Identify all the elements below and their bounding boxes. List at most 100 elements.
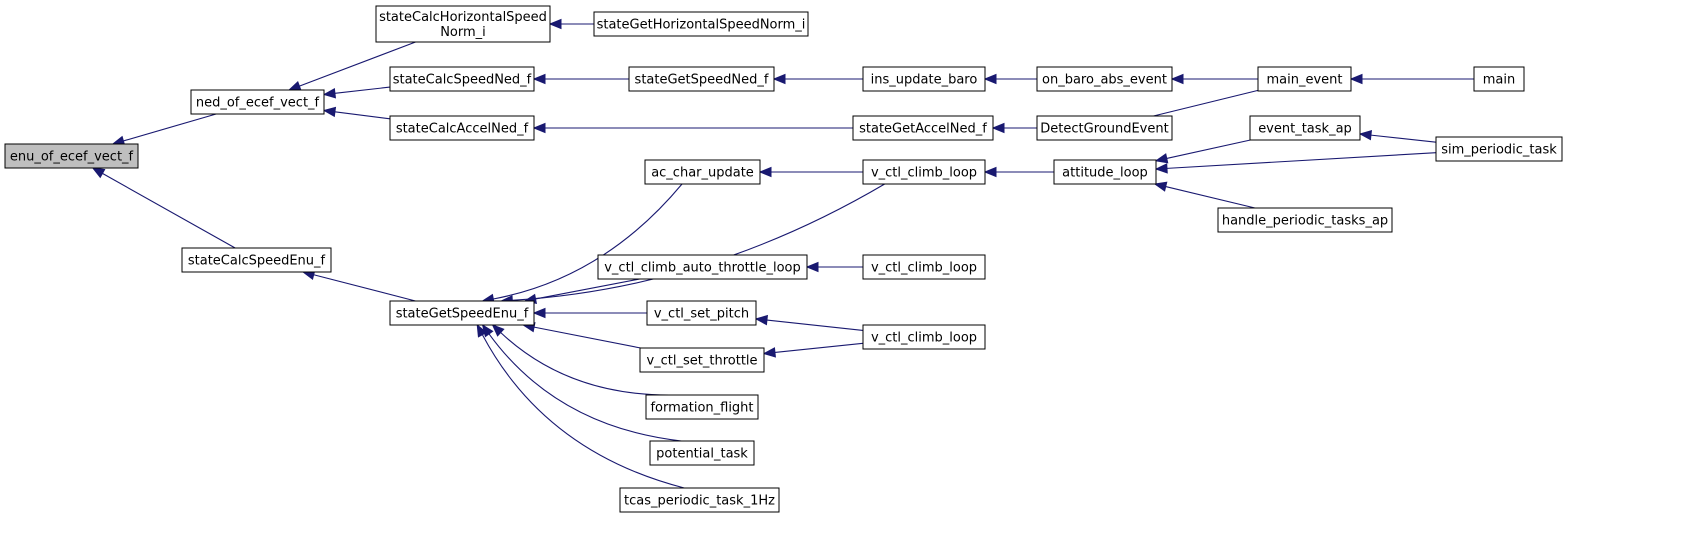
node-stategethorizontalspeednorm-i[interactable]: stateGetHorizontalSpeedNorm_i [593, 11, 809, 37]
node-on-baro-abs-event[interactable]: on_baro_abs_event [1036, 66, 1173, 92]
node-ac-char-update[interactable]: ac_char_update [644, 159, 761, 185]
node-potential-task[interactable]: potential_task [649, 440, 755, 466]
node-enu-of-ecef-vect-f[interactable]: enu_of_ecef_vect_f [4, 143, 139, 169]
node-main[interactable]: main [1473, 66, 1525, 92]
edge-vClimb1-to-getSpeedEnu [500, 183, 885, 306]
edge-line [774, 342, 864, 353]
node-v-ctl-climb-loop[interactable]: v_ctl_climb_loop [862, 159, 986, 185]
arrowhead [287, 81, 302, 91]
arrowhead [532, 307, 546, 319]
edge-vClimb1-to-acChar [758, 166, 863, 178]
edge-calcSpeedNed-to-ned_of_ecef [322, 86, 391, 99]
node-stategetaccelned-f[interactable]: stateGetAccelNed_f [852, 115, 994, 141]
edge-line [533, 326, 641, 349]
node-formation-flight[interactable]: formation_flight [645, 394, 759, 420]
node-statecalcspeedned-f[interactable]: stateCalcSpeedNed_f [389, 66, 535, 92]
edge-line [313, 274, 416, 302]
node-label: ins_update_baro [871, 73, 978, 88]
arrowhead [476, 323, 488, 338]
edge-detectGround-to-mainEvent [1153, 89, 1259, 117]
node-label: ned_of_ecef_vect_f [196, 96, 320, 111]
node-box [852, 115, 994, 141]
node-label: v_ctl_set_pitch [654, 307, 749, 322]
arrowhead [762, 347, 776, 358]
node-box [862, 254, 986, 280]
node-v-ctl-climb-loop[interactable]: v_ctl_climb_loop [862, 254, 986, 280]
node-label: stateCalcSpeedEnu_f [188, 254, 326, 269]
edge-formation-to-getSpeedEnu [491, 324, 672, 396]
arrowhead [532, 73, 546, 85]
node-box [1435, 136, 1563, 162]
node-label: main_event [1266, 73, 1342, 88]
node-box [862, 159, 986, 185]
arrowhead [983, 166, 997, 178]
edges-layer [91, 18, 1474, 489]
edge-detectGround-to-getAccelNed [991, 122, 1037, 134]
edge-line [512, 183, 885, 301]
node-label: v_ctl_climb_loop [871, 331, 977, 346]
node-event-task-ap[interactable]: event_task_ap [1249, 115, 1361, 141]
edge-mainEvent-to-onBaro [1170, 73, 1258, 85]
edge-simPeriodic-to-eventTask [1358, 129, 1437, 143]
node-box [644, 159, 761, 185]
node-handle-periodic-tasks-ap[interactable]: handle_periodic_tasks_ap [1217, 207, 1393, 233]
node-detectgroundevent[interactable]: DetectGroundEvent [1036, 115, 1173, 141]
node-box [190, 89, 325, 115]
node-stategetspeedenu-f[interactable]: stateGetSpeedEnu_f [389, 300, 535, 326]
node-box [1036, 115, 1173, 141]
node-box [639, 347, 765, 373]
edge-line [1166, 152, 1437, 169]
node-box [597, 254, 808, 280]
edge-simPeriodic-to-attLoop [1154, 152, 1437, 174]
node-ins-update-baro[interactable]: ins_update_baro [862, 66, 986, 92]
node-box [862, 66, 986, 92]
edge-setThrottle-to-getSpeedEnu [521, 322, 641, 349]
edge-line [1370, 134, 1437, 143]
node-statecalcspeedenu-f[interactable]: stateCalcSpeedEnu_f [181, 247, 332, 273]
node-label: ac_char_update [651, 166, 754, 181]
edge-main-to-mainEvent [1349, 73, 1474, 85]
node-label: Norm_i [440, 25, 486, 40]
node-stategetspeedned-f[interactable]: stateGetSpeedNed_f [628, 66, 775, 92]
arrowhead [1349, 73, 1363, 85]
node-label: stateGetSpeedNed_f [635, 73, 769, 88]
node-box [389, 115, 535, 141]
edge-vClimb3-to-setThrottle [762, 342, 864, 358]
node-v-ctl-set-pitch[interactable]: v_ctl_set_pitch [646, 300, 757, 326]
arrowhead [322, 88, 337, 99]
arrowhead [758, 166, 772, 178]
node-main-event[interactable]: main_event [1257, 66, 1352, 92]
node-box [1053, 159, 1157, 185]
node-attitude-loop[interactable]: attitude_loop [1053, 159, 1157, 185]
node-statecalcaccelned-f[interactable]: stateCalcAccelNed_f [389, 115, 535, 141]
arrowhead [491, 324, 505, 337]
edge-line [102, 172, 236, 249]
edge-calcSpeedEnu-to-enu_of_ecef [91, 167, 236, 249]
node-box [375, 5, 551, 43]
node-box [389, 300, 535, 326]
node-v-ctl-climb-loop[interactable]: v_ctl_climb_loop [862, 324, 986, 350]
node-box [1257, 66, 1352, 92]
edge-line [123, 113, 217, 142]
edge-line [1153, 89, 1259, 117]
edge-setPitch-to-getSpeedEnu [532, 307, 647, 319]
arrowhead [1170, 73, 1184, 85]
edge-vClimb3-to-setPitch [754, 314, 864, 331]
node-box [645, 394, 759, 420]
node-v-ctl-climb-auto-throttle-loop[interactable]: v_ctl_climb_auto_throttle_loop [597, 254, 808, 280]
edge-vClimb2-to-autoThrottle [805, 261, 863, 273]
node-box [628, 66, 775, 92]
node-sim-periodic-task[interactable]: sim_periodic_task [1435, 136, 1563, 162]
node-ned-of-ecef-vect-f[interactable]: ned_of_ecef_vect_f [190, 89, 325, 115]
node-label: main [1483, 73, 1515, 88]
node-label: attitude_loop [1062, 166, 1148, 181]
edge-calcAccelNed-to-ned_of_ecef [322, 106, 391, 120]
edge-autoThrottle-to-getSpeedEnu [523, 278, 640, 304]
edge-getHoriz-to-calcHoriz [548, 18, 594, 30]
node-box [649, 440, 755, 466]
node-v-ctl-set-throttle[interactable]: v_ctl_set_throttle [639, 347, 765, 373]
arrowhead [991, 122, 1005, 134]
node-tcas-periodic-task-1hz[interactable]: tcas_periodic_task_1Hz [619, 487, 780, 513]
